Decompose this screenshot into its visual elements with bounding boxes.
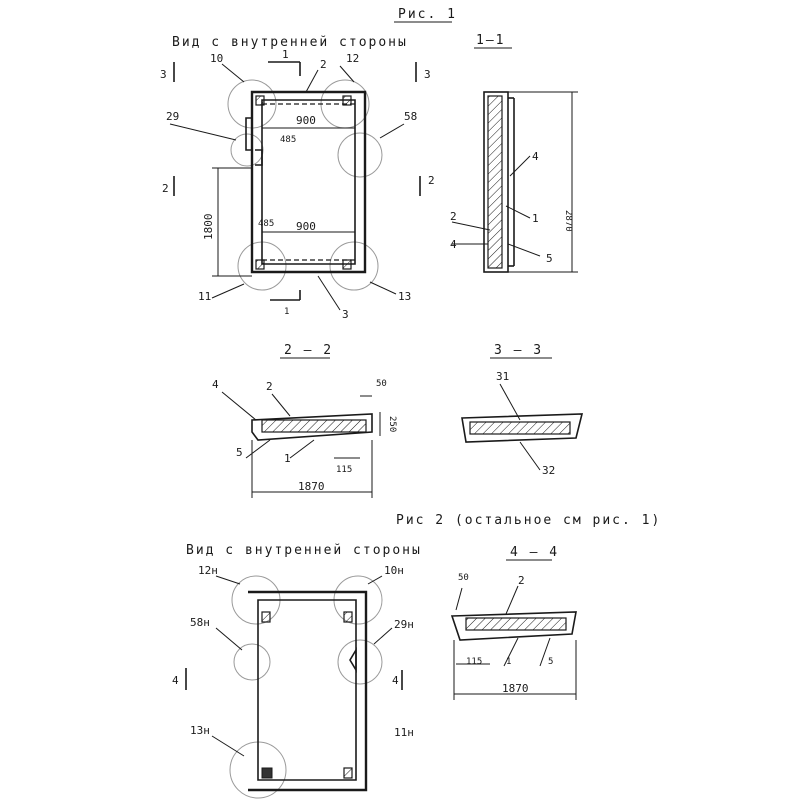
section-4-4-dim-1870: 1870 — [502, 682, 529, 695]
fig2-door-outline — [248, 590, 368, 792]
corner-block-tr — [342, 95, 352, 106]
section-2-2-title: 2 — 2 — [284, 343, 333, 358]
hinge-step — [245, 117, 252, 151]
section-2-2-label-4: 4 — [212, 378, 219, 391]
section-3-3-fill — [469, 421, 571, 435]
callout-11h: 11н — [394, 726, 414, 739]
section-1-1-label-4-bottom: 4 — [450, 238, 457, 251]
section-3-3-label-32: 32 — [542, 464, 555, 477]
section-1-1-dim-2870: 2870 — [563, 210, 573, 232]
section-1-1: 1—1 2870 4 2 1 4 5 — [450, 33, 578, 273]
dim-900-bottom: 900 — [296, 220, 316, 233]
fig1-door-view — [245, 90, 367, 274]
cut-2-right: 2 — [428, 174, 435, 187]
section-1-1-title: 1—1 — [476, 33, 505, 48]
fig2-door-view — [248, 590, 368, 792]
fig2-callouts: 12н 10н 58н 29н 13н 11н — [190, 564, 414, 757]
section-2-2-fill — [261, 419, 367, 433]
fig2-corner-block-bl — [261, 767, 273, 779]
cut-1-bottom: 1 — [284, 307, 289, 317]
cut-1-top: 1 — [282, 48, 289, 61]
callout-58: 58 — [404, 110, 417, 123]
section-1-1-label-2: 2 — [450, 210, 457, 223]
callout-29h: 29н — [394, 618, 414, 631]
section-2-2-dim-1870: 1870 — [298, 480, 325, 493]
section-2-2-label-5: 5 — [236, 446, 243, 459]
dim-900-top: 900 — [296, 114, 316, 127]
fig1-cut-marks: 1 3 3 2 2 1 — [160, 48, 435, 317]
fig2-cut-4-left: 4 — [172, 674, 179, 687]
fig2-cut-4-right: 4 — [392, 674, 399, 687]
section-1-1-fill — [487, 95, 503, 269]
section-2-2-dim-250: 250 — [387, 416, 397, 432]
section-3-3-label-31: 31 — [496, 370, 509, 383]
section-2-2-label-2: 2 — [266, 380, 273, 393]
section-2-2-dim-50: 50 — [376, 379, 387, 389]
detail-circle-29 — [230, 133, 264, 167]
fig1-title: Рис. 1 — [398, 7, 457, 22]
callout-58h: 58н — [190, 616, 210, 629]
section-2-2-dim-115: 115 — [336, 465, 352, 475]
section-4-4-title: 4 — 4 — [510, 545, 559, 560]
fig1-dimensions: 900 485 1800 485 900 — [202, 114, 355, 277]
door-inner-outline — [261, 99, 356, 265]
section-4-4-dim-115: 115 — [466, 657, 482, 667]
section-3-3-title: 3 — 3 — [494, 343, 543, 358]
section-2-2-label-1: 1 — [284, 452, 291, 465]
cut-3-left: 3 — [160, 68, 167, 81]
callout-12h: 12н — [198, 564, 218, 577]
door-outline — [250, 90, 367, 274]
corner-block-bl — [255, 259, 265, 270]
section-4-4-label-2: 2 — [518, 574, 525, 587]
dim-485-top: 485 — [280, 135, 296, 145]
callout-13h: 13н — [190, 724, 210, 737]
fig2-detail-circles — [229, 575, 383, 799]
cut-3-right: 3 — [424, 68, 431, 81]
fig2-view-caption: Вид с внутренней стороны — [186, 543, 422, 558]
detail-circle-58 — [337, 132, 383, 178]
callout-11: 11 — [198, 290, 211, 303]
fig1-view-caption: Вид с внутренней стороны — [172, 35, 408, 50]
section-4-4-label-1: 1 — [506, 657, 511, 667]
section-4-4: 4 — 4 1870 50 2 115 1 5 — [450, 545, 577, 700]
detail-circle-29h — [337, 639, 383, 685]
fig2-title: Рис 2 (остальное см рис. 1) — [396, 513, 661, 528]
corner-block-tl — [255, 95, 265, 106]
cut-2-left: 2 — [162, 182, 169, 195]
section-2-2: 2 — 2 1870 250 50 115 4 2 5 1 — [212, 343, 397, 498]
section-1-1-label-4-top: 4 — [532, 150, 539, 163]
callout-2: 2 — [320, 58, 327, 71]
section-4-4-label-5: 5 — [548, 657, 553, 667]
callout-3: 3 — [342, 308, 349, 321]
callout-10h: 10н — [384, 564, 404, 577]
section-3-3: 3 — 3 31 32 — [461, 343, 584, 477]
dim-1800: 1800 — [202, 214, 215, 241]
detail-circle-13 — [329, 241, 379, 291]
section-1-1-label-1: 1 — [532, 212, 539, 225]
detail-circle-58h — [233, 643, 271, 681]
fig1-callouts: 10 12 2 29 58 11 13 3 — [166, 52, 417, 321]
callout-10: 10 — [210, 52, 223, 65]
callout-12: 12 — [346, 52, 359, 65]
section-4-4-fill — [465, 617, 567, 631]
callout-29: 29 — [166, 110, 179, 123]
dim-485-bottom: 485 — [258, 219, 274, 229]
section-1-1-label-5: 5 — [546, 252, 553, 265]
fig2-cut-marks: 4 4 — [172, 668, 403, 690]
corner-block-br — [342, 259, 352, 270]
section-4-4-dim-50: 50 — [458, 573, 469, 583]
callout-13: 13 — [398, 290, 411, 303]
